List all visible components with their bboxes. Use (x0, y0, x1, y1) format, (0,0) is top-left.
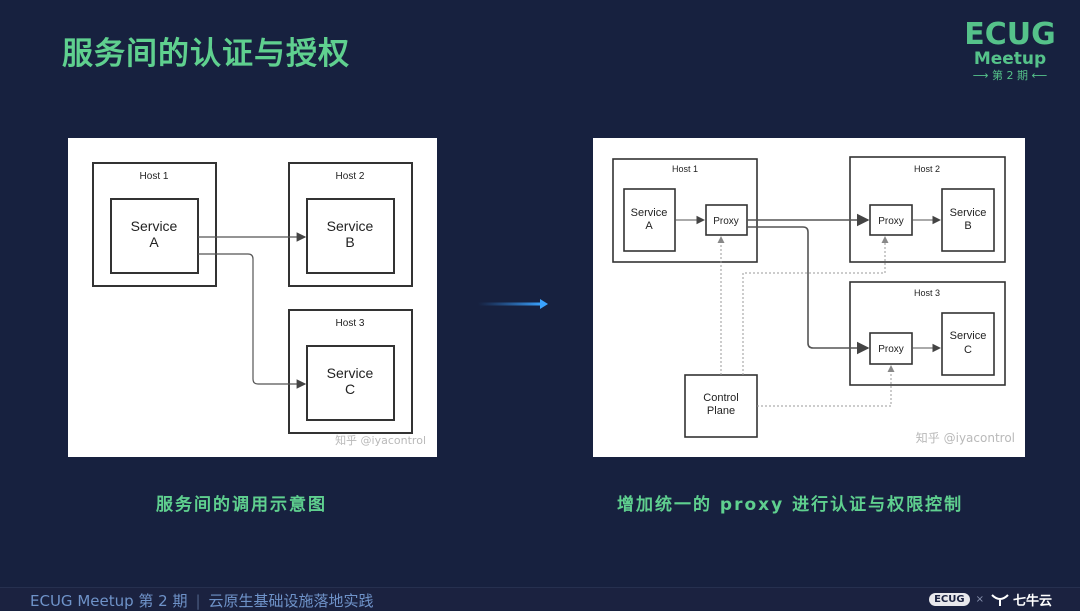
footer-right: ECUG × 七牛云 (929, 590, 1052, 609)
footer-divider: | (195, 592, 201, 610)
logo-line-1: ECUG (964, 17, 1056, 52)
left-service-c-line2: C (345, 381, 355, 397)
logo-line-3: ⟶ 第 2 期 ⟵ (972, 69, 1048, 82)
right-service-b-line2: B (964, 220, 971, 232)
right-host-1-box (612, 158, 758, 263)
right-service-a-line1: Service (631, 207, 668, 219)
right-diagram-panel: Host 1 Service A Proxy Host 2 Proxy Serv… (593, 138, 1025, 457)
left-service-c-line1: Service (327, 365, 374, 381)
right-host-3-box (849, 281, 1006, 386)
logo-line-2: Meetup (973, 49, 1047, 69)
right-service-c-line2: C (964, 344, 972, 356)
footer-times: × (975, 594, 984, 605)
qiniu-label: 七牛云 (1012, 594, 1052, 609)
right-service-c-box (941, 312, 995, 376)
qiniu-logo: 七牛云 (990, 590, 1052, 609)
footer-bar: ECUG Meetup 第 2 期 | 云原生基础设施落地实践 ECUG × 七牛云 (0, 587, 1080, 610)
left-caption: 服务间的调用示意图 (156, 495, 327, 515)
control-plane-line1: Control (703, 392, 738, 404)
left-host-1-label: Host 1 (140, 171, 169, 182)
footer-topic-label: 云原生基础设施落地实践 (208, 592, 374, 610)
right-service-b-box (941, 188, 995, 252)
left-service-a-line2: A (149, 234, 159, 250)
right-host-1-label: Host 1 (672, 164, 698, 174)
right-proxy-2-label: Proxy (878, 216, 904, 227)
right-architecture-diagram: Host 1 Service A Proxy Host 2 Proxy Serv… (612, 156, 1015, 445)
ecug-badge-logo: ECUG (929, 593, 970, 606)
left-architecture-diagram: Host 1 Service A Host 2 Service B Host 3… (92, 162, 426, 447)
left-diagram-panel: Host 1 Service A Host 2 Service B Host 3… (68, 138, 437, 457)
right-dotted-control-to-proxy-2 (742, 236, 889, 375)
left-connector-a-to-c (198, 253, 307, 389)
left-host-2-box (288, 162, 413, 287)
right-host-3-label: Host 3 (914, 288, 940, 298)
left-service-b-line1: Service (327, 218, 374, 234)
left-service-c-box (306, 345, 395, 421)
right-caption: 增加统一的 proxy 进行认证与权限控制 (617, 495, 964, 515)
left-host-3-box (288, 309, 413, 434)
footer-left: ECUG Meetup 第 2 期 | 云原生基础设施落地实践 (30, 590, 374, 611)
right-proxy-3-label: Proxy (878, 344, 904, 355)
transition-arrow-icon (478, 299, 548, 309)
left-host-1-box (92, 162, 217, 287)
left-host-2-label: Host 2 (336, 171, 365, 182)
right-service-a-line2: A (645, 220, 653, 232)
left-host-3-label: Host 3 (336, 318, 365, 329)
ecug-meetup-logo: ECUG Meetup ⟶ 第 2 期 ⟵ (962, 20, 1058, 84)
left-service-b-box (306, 198, 395, 274)
left-service-a-box (110, 198, 199, 274)
left-service-b-line2: B (345, 234, 354, 250)
right-connector-proxy-1-to-proxy-3 (747, 226, 870, 355)
right-watermark: 知乎 @iyacontrol (916, 431, 1015, 445)
right-host-2-box (849, 156, 1006, 263)
footer-event-label: ECUG Meetup 第 2 期 (30, 592, 188, 610)
right-host-2-label: Host 2 (914, 164, 940, 174)
control-plane-line2: Plane (707, 405, 735, 417)
left-service-a-line1: Service (131, 218, 178, 234)
right-proxy-1-label: Proxy (713, 216, 739, 227)
right-service-b-line1: Service (950, 207, 987, 219)
left-watermark: 知乎 @iyacontrol (335, 433, 426, 447)
slide-title: 服务间的认证与授权 (62, 36, 350, 72)
qiniu-icon (991, 593, 1009, 606)
right-service-c-line1: Service (950, 330, 987, 342)
right-dotted-control-to-proxy-3 (757, 365, 895, 407)
